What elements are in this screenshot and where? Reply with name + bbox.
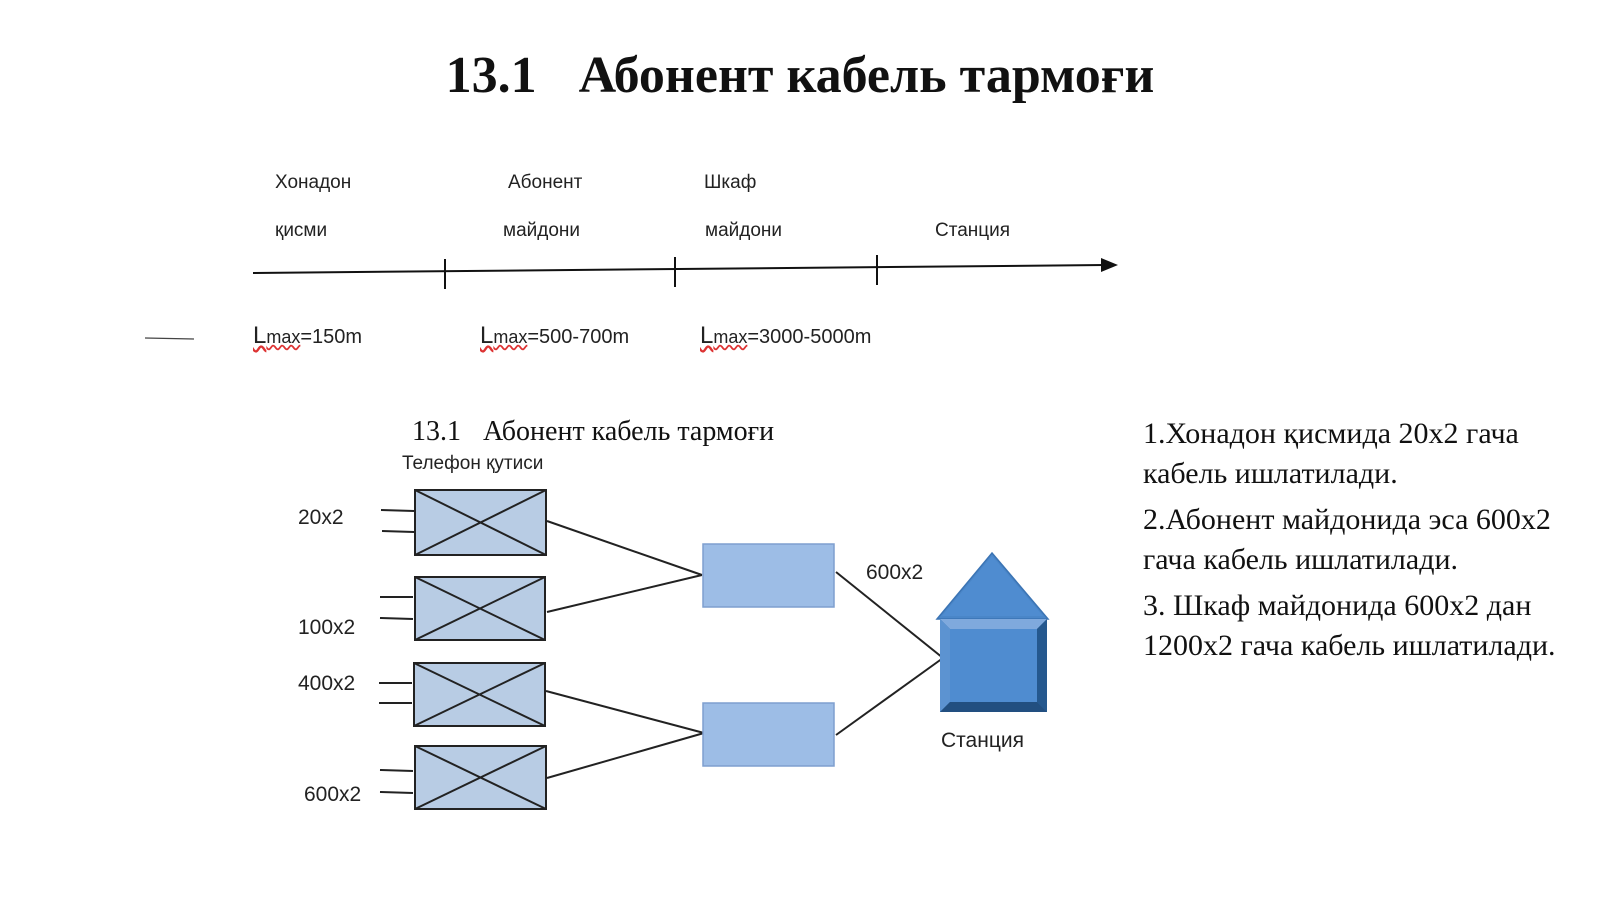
capacity-label-400x2: 400x2 — [298, 672, 356, 695]
title-number: 13.1 — [445, 47, 537, 104]
trunk-cables — [835, 571, 944, 736]
timeline-axis — [252, 255, 1118, 289]
telephone-box — [413, 662, 546, 727]
station-icon — [935, 551, 1050, 712]
segment-label-home-line2: қисми — [275, 220, 328, 241]
capacity-label-600x2: 600x2 — [304, 783, 362, 806]
note-item: 1.Хонадон қисмида 20х2 гача кабель ишлат… — [1143, 417, 1519, 490]
distribution-cabinet — [702, 702, 835, 767]
notes-list: 1.Хонадон қисмида 20х2 гача кабель ишлат… — [1143, 414, 1583, 672]
capacity-label-20x2: 20x2 — [298, 506, 344, 529]
title-text: Абонент кабель тармоғи — [578, 47, 1155, 104]
station-label: Станция — [941, 729, 1024, 752]
telephone-box — [414, 489, 547, 556]
segment-label-subscriber-line1: Абонент — [508, 172, 583, 193]
stray-line — [144, 337, 195, 340]
lmax-subscriber: Lmax=500-700m — [480, 322, 630, 349]
lmax-cabinet: Lmax=3000-5000m — [700, 322, 872, 349]
capacity-label-100x2: 100x2 — [298, 616, 356, 639]
note-item: 3. Шкаф майдонида 600х2 дан 1200х2 гача … — [1143, 589, 1556, 662]
distribution-cabinet — [702, 543, 835, 608]
trunk-cable-label: 600x2 — [866, 561, 924, 584]
note-item: 2.Абонент майдонида эса 600х2 гача кабел… — [1143, 503, 1551, 576]
arrow-head-icon — [1101, 258, 1118, 272]
telephone-box — [414, 745, 547, 810]
incoming-wires — [379, 509, 415, 794]
telephone-box-caption: Телефон қутиси — [402, 453, 544, 474]
segment-label-cabinet-line2: майдони — [705, 220, 783, 241]
telephone-box — [414, 576, 546, 641]
page-title: 13.1 Абонент кабель тармоғи — [0, 46, 1600, 105]
segment-label-cabinet-line1: Шкаф — [704, 172, 757, 193]
distribution-cables — [545, 520, 705, 779]
segment-label-home-line1: Хонадон — [275, 172, 352, 193]
lmax-home: Lmax=150m — [253, 322, 363, 349]
segment-label-subscriber-line2: майдони — [503, 220, 581, 241]
segment-label-station: Станция — [935, 220, 1011, 241]
